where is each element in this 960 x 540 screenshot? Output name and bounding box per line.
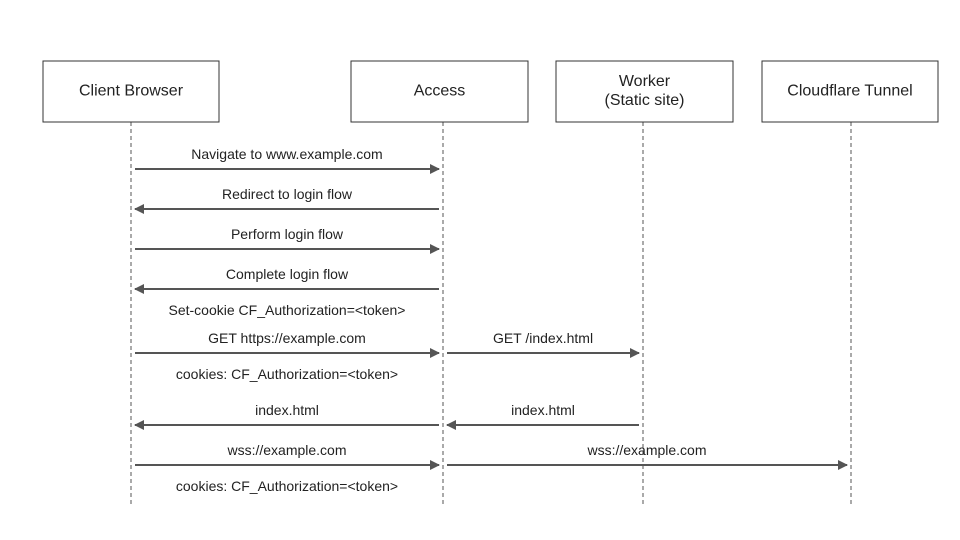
message-1: Navigate to www.example.com bbox=[135, 146, 440, 174]
actor-client: Client Browser bbox=[42, 60, 220, 123]
message-label: GET /index.html bbox=[493, 330, 593, 346]
message-label: index.html bbox=[511, 402, 575, 418]
actor-label-tunnel: Cloudflare Tunnel bbox=[787, 83, 912, 100]
actor-access: Access bbox=[350, 60, 529, 123]
cookie-note: cookies: CF_Authorization=<token> bbox=[176, 366, 398, 382]
message-label: Navigate to www.example.com bbox=[191, 146, 382, 162]
actor-box-access bbox=[350, 60, 529, 123]
message-label: Complete login flow bbox=[226, 266, 349, 282]
message-10: wss://example.com bbox=[447, 442, 848, 470]
actor-label-client: Client Browser bbox=[79, 83, 184, 100]
actor-box-client bbox=[42, 60, 220, 123]
cookie-note: Set-cookie CF_Authorization=<token> bbox=[169, 302, 406, 318]
message-6: GET /index.html bbox=[447, 330, 640, 358]
message-8: index.html bbox=[446, 402, 639, 430]
cookie-note: cookies: CF_Authorization=<token> bbox=[176, 478, 398, 494]
message-label: Perform login flow bbox=[231, 226, 344, 242]
message-label: GET https://example.com bbox=[208, 330, 366, 346]
actor-box-worker bbox=[555, 60, 734, 123]
message-label: Redirect to login flow bbox=[222, 186, 353, 202]
message-5: GET https://example.com bbox=[135, 330, 440, 358]
message-3: Perform login flow bbox=[135, 226, 440, 254]
actor-worker: Worker (Static site) bbox=[555, 60, 734, 123]
message-label: wss://example.com bbox=[586, 442, 706, 458]
actor-label-access: Access bbox=[414, 83, 466, 100]
message-7: index.html bbox=[134, 402, 439, 430]
actor-label-worker: (Static site) bbox=[604, 92, 684, 109]
actor-label-worker: Worker bbox=[619, 73, 671, 90]
actor-tunnel: Cloudflare Tunnel bbox=[761, 60, 939, 123]
message-2: Redirect to login flow bbox=[134, 186, 439, 214]
message-4: Complete login flow bbox=[134, 266, 439, 294]
actor-box-tunnel bbox=[761, 60, 939, 123]
message-label: wss://example.com bbox=[226, 442, 346, 458]
message-label: index.html bbox=[255, 402, 319, 418]
message-9: wss://example.com bbox=[135, 442, 440, 470]
